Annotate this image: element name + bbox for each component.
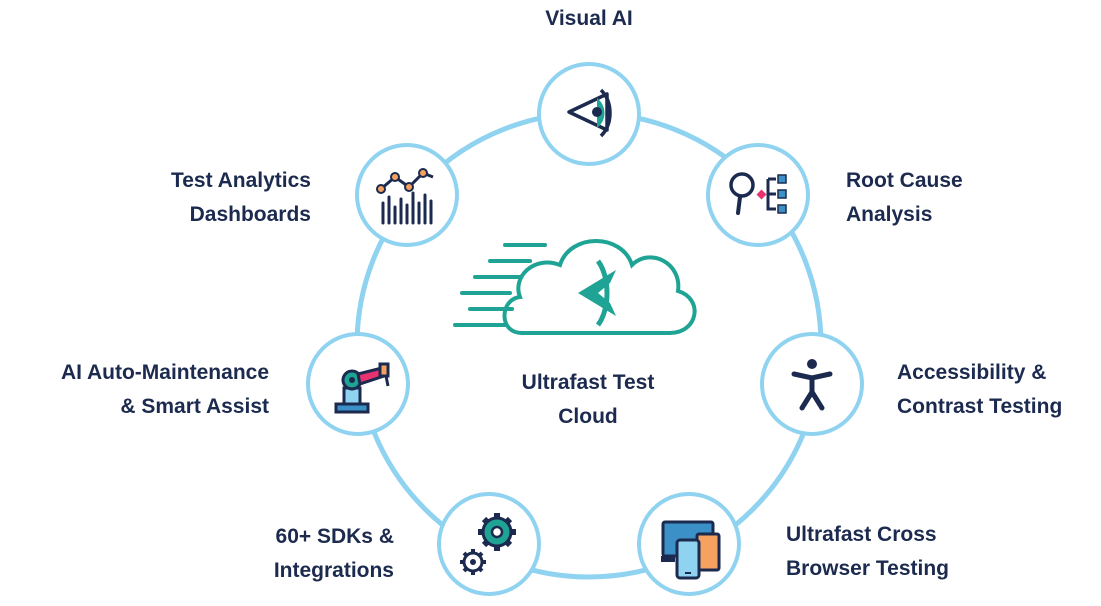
accessibility-icon [791, 359, 833, 411]
label-root-cause: Root Cause Analysis [846, 169, 963, 226]
node-accessibility [760, 332, 864, 436]
label-sdks: 60+ SDKs & Integrations [273, 525, 394, 582]
center-title-line2: Cloud [558, 405, 618, 428]
cloud-logo-icon [453, 239, 697, 335]
analytics-chart-icon [376, 168, 434, 225]
node-cross-browser [637, 492, 741, 596]
eye-icon [567, 88, 612, 138]
center-title: Ultrafast Test Cloud [478, 366, 698, 434]
node-auto-maintenance [306, 332, 410, 436]
root-cause-analysis-icon [729, 172, 787, 215]
devices-icon [661, 520, 721, 580]
node-sdks [437, 492, 541, 596]
node-root-cause [706, 143, 810, 247]
label-analytics: Test Analytics Dashboards [170, 169, 311, 226]
label-cross-browser: Ultrafast Cross Browser Testing [786, 523, 949, 580]
node-analytics [355, 143, 459, 247]
label-auto-maintenance: AI Auto-Maintenance & Smart Assist [60, 361, 269, 418]
center-title-line1: Ultrafast Test [521, 371, 655, 394]
label-visual-ai: Visual AI [545, 7, 633, 30]
robot-arm-icon [334, 362, 390, 414]
node-visual-ai [537, 62, 641, 166]
label-accessibility: Accessibility & Contrast Testing [897, 361, 1063, 418]
gears-icon [460, 513, 516, 575]
